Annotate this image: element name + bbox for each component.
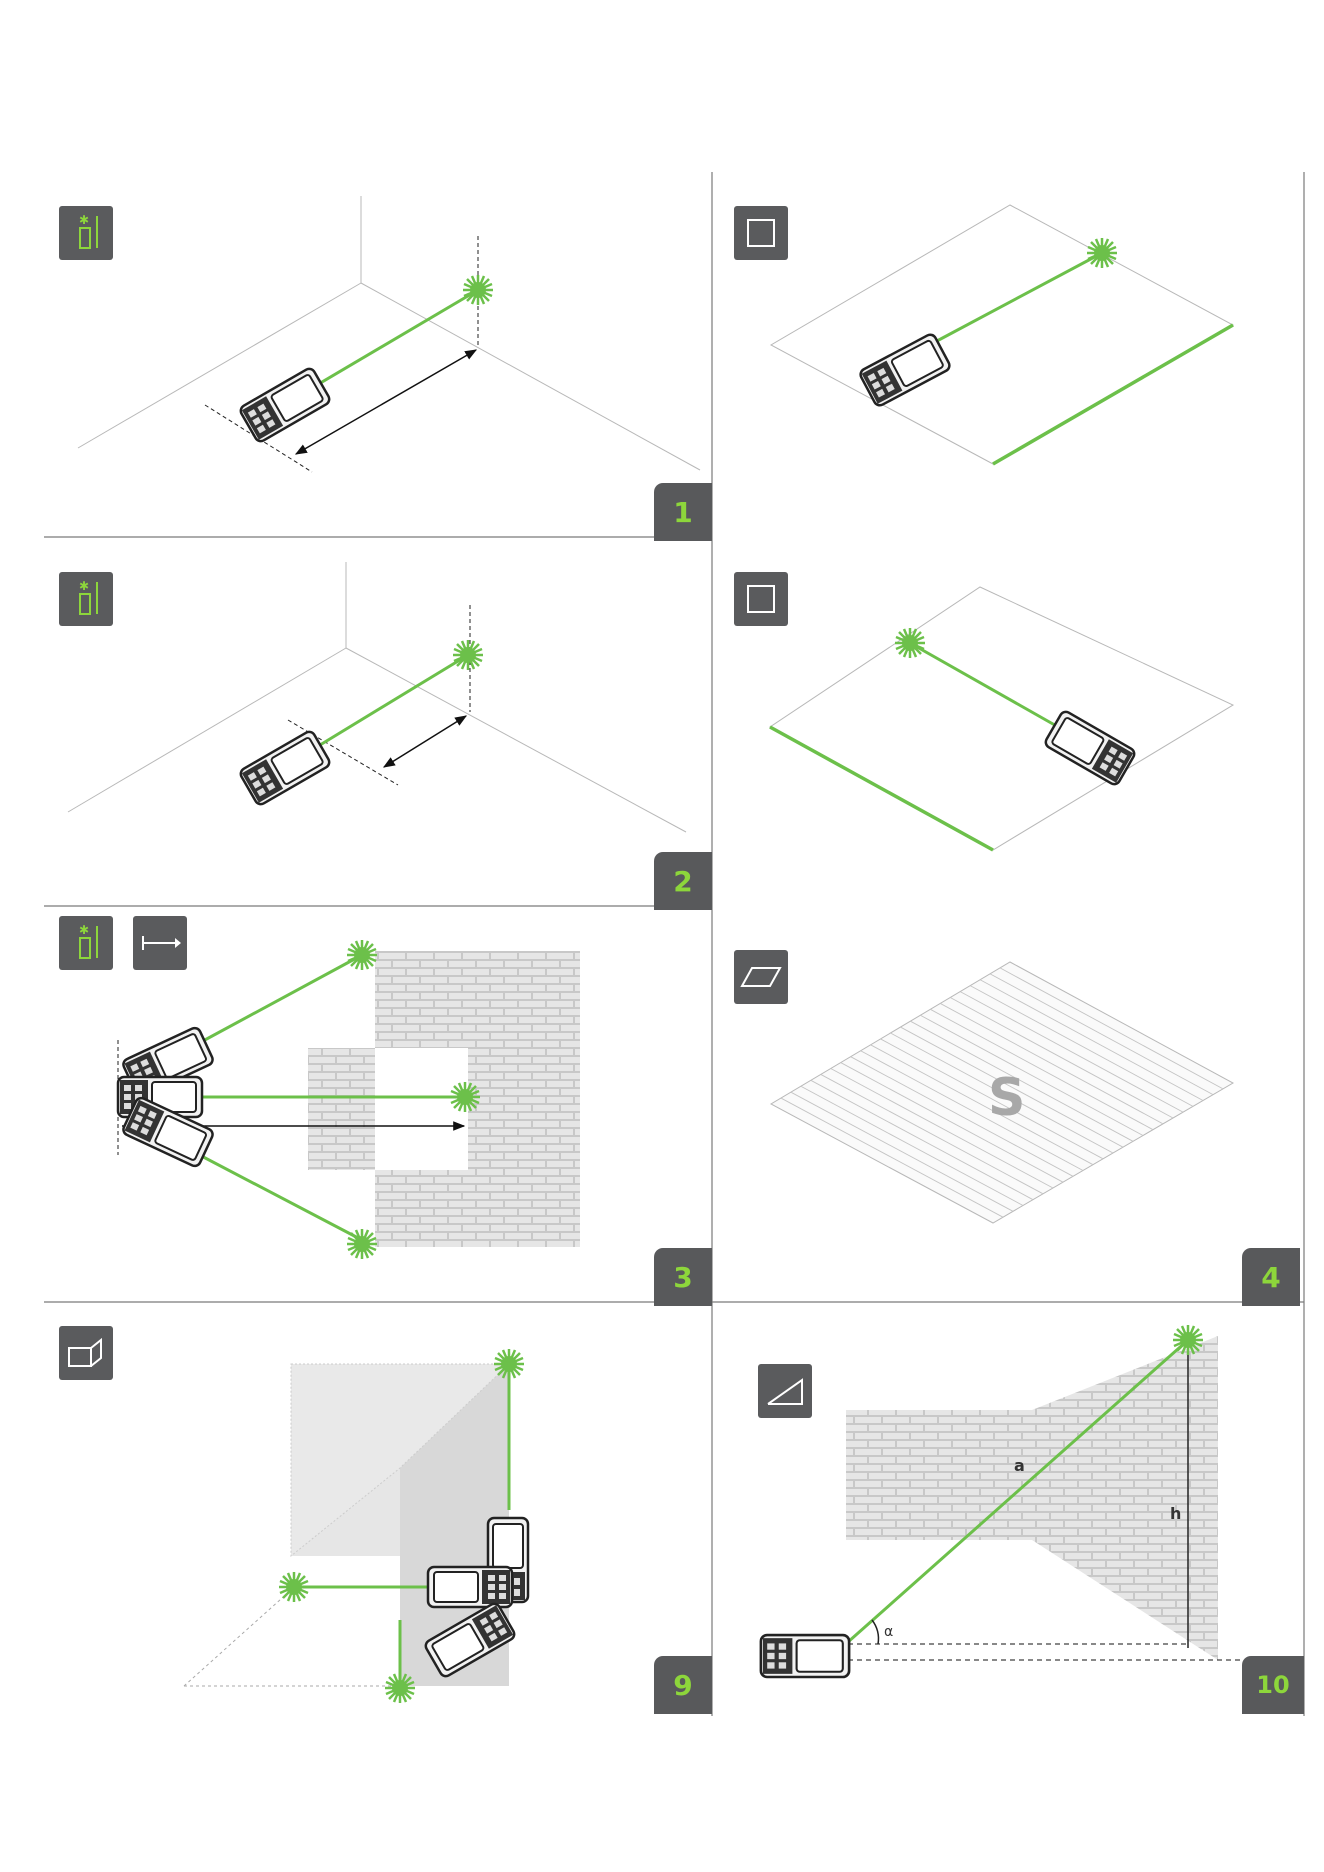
panel-3-scene bbox=[118, 940, 580, 1259]
laser-target-icon bbox=[385, 1673, 415, 1703]
panel-1-scene bbox=[78, 196, 700, 472]
laser-target-icon bbox=[494, 1349, 524, 1379]
laser-target-icon bbox=[453, 640, 483, 670]
pythagoras-mode-icon bbox=[758, 1364, 812, 1418]
panel-number-badge: 9 bbox=[654, 1656, 712, 1714]
svg-text:✱: ✱ bbox=[79, 213, 89, 227]
single-distance-mode-icon: ✱ bbox=[59, 916, 113, 970]
panel-number-badge: 10 bbox=[1242, 1656, 1304, 1714]
laser-device-icon bbox=[239, 367, 332, 444]
hypotenuse-label: a bbox=[1014, 1456, 1025, 1475]
area-mode-icon bbox=[734, 572, 788, 626]
laser-target-icon bbox=[450, 1082, 480, 1112]
laser-target-icon bbox=[1173, 1325, 1203, 1355]
laser-target-icon bbox=[1087, 238, 1117, 268]
laser-target-icon bbox=[279, 1572, 309, 1602]
height-label: h bbox=[1170, 1504, 1181, 1523]
laser-device-icon bbox=[761, 1635, 849, 1677]
single-distance-mode-icon: ✱ bbox=[59, 572, 113, 626]
angle-label: α bbox=[884, 1624, 893, 1640]
panel-number-badge: 2 bbox=[654, 852, 712, 910]
panel-4a-scene bbox=[771, 205, 1233, 464]
laser-device-icon bbox=[859, 333, 952, 408]
laser-target-icon bbox=[463, 275, 493, 305]
panel-4b-scene bbox=[770, 587, 1233, 850]
laser-device-icon bbox=[1044, 710, 1137, 787]
panel-9-scene bbox=[184, 1349, 528, 1703]
area-symbol: S bbox=[988, 1068, 1025, 1128]
panel-number-badge: 3 bbox=[654, 1248, 712, 1306]
panel-2-scene bbox=[68, 562, 686, 832]
panel-10-scene bbox=[761, 1325, 1242, 1677]
single-distance-mode-icon: ✱ bbox=[59, 206, 113, 260]
svg-text:✱: ✱ bbox=[79, 579, 89, 593]
area-mode-icon bbox=[734, 206, 788, 260]
panel-number-badge: 4 bbox=[1242, 1248, 1300, 1306]
laser-target-icon bbox=[895, 628, 925, 658]
svg-text:✱: ✱ bbox=[79, 923, 89, 937]
continuous-measure-icon bbox=[133, 916, 187, 970]
laser-target-icon bbox=[347, 940, 377, 970]
panel-number-badge: 1 bbox=[654, 483, 712, 541]
area-parallelogram-icon bbox=[734, 950, 788, 1004]
laser-device-icon bbox=[239, 730, 332, 807]
laser-target-icon bbox=[347, 1229, 377, 1259]
laser-device-icon bbox=[428, 1567, 512, 1607]
volume-mode-icon bbox=[59, 1326, 113, 1380]
